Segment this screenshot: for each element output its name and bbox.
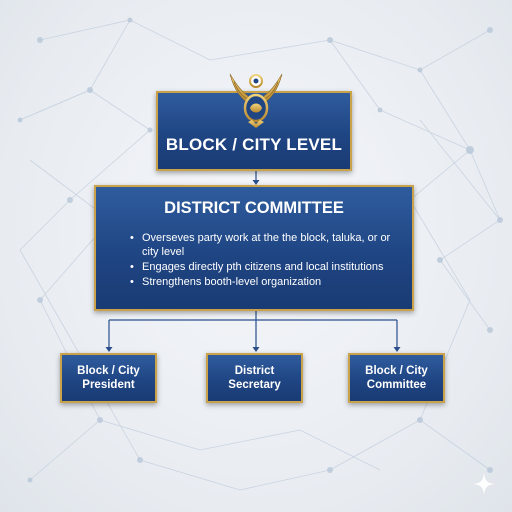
block-city-level-title: BLOCK / CITY LEVEL [165, 135, 343, 154]
block-city-committee-box: Block / City Committee [348, 353, 445, 403]
sparkle-icon [473, 473, 495, 495]
district-secretary-box: District Secretary [206, 353, 303, 403]
district-secretary-label: District Secretary [228, 365, 281, 391]
block-city-president-label: Block / City President [77, 365, 140, 391]
block-city-committee-label: Block / City Committee [365, 365, 428, 391]
eagle-emblem-icon [229, 73, 283, 128]
list-item: Engages directly pth citizens and local … [130, 260, 406, 274]
list-item: Strengthens booth-level organization [130, 275, 406, 289]
list-item: Overseves party work at the the block, t… [130, 231, 406, 259]
district-responsibilities-list: Overseves party work at the the block, t… [130, 231, 406, 290]
district-committee-title: DISTRICT COMMITTEE [164, 199, 344, 217]
block-city-president-box: Block / City President [60, 353, 157, 403]
district-committee-box: DISTRICT COMMITTEE Overseves party work … [94, 185, 414, 311]
